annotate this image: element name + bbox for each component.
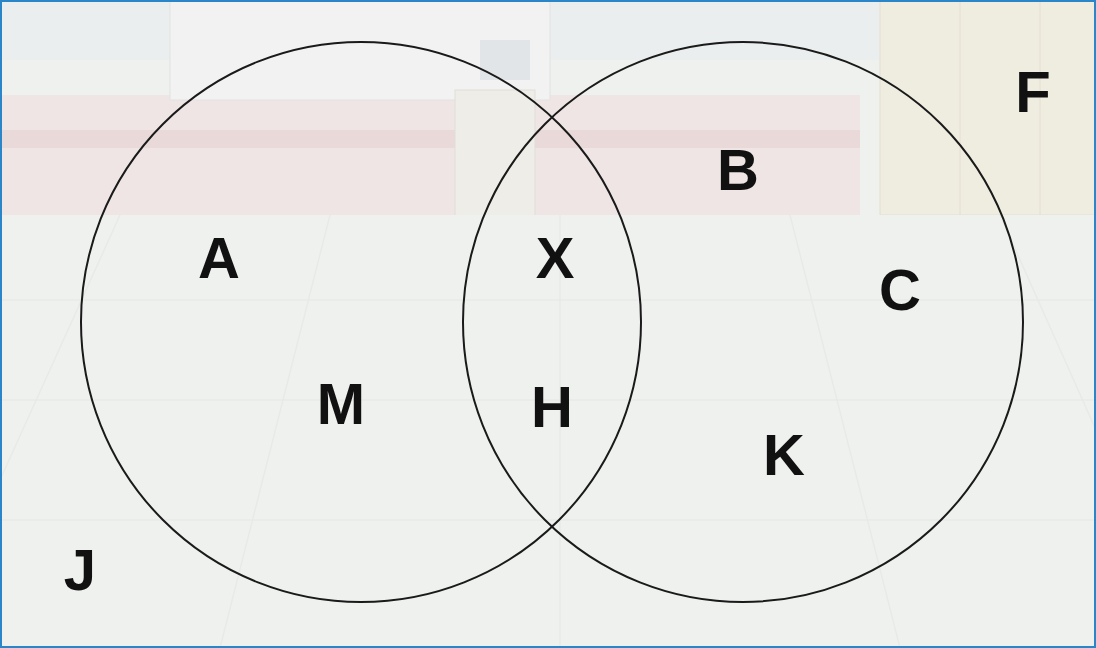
circle-outline: [80, 41, 642, 603]
set-element: C: [879, 261, 921, 319]
cupboard-door: [960, 0, 961, 215]
cupboard: [880, 0, 1096, 215]
set-element: B: [717, 141, 759, 199]
set-element: A: [198, 229, 240, 287]
set-element: H: [531, 378, 573, 436]
circle-outline: [463, 42, 1023, 602]
set-element: K: [763, 426, 805, 484]
venn-circle: B C K: [462, 41, 1024, 603]
cabinet: [455, 90, 535, 220]
set-element: F: [1015, 63, 1050, 121]
set-element: M: [317, 375, 365, 433]
set-element: J: [64, 541, 96, 599]
wall-band: [0, 95, 860, 215]
computer: [480, 40, 530, 80]
whiteboard: [170, 0, 550, 100]
venn-circle: AM: [80, 41, 642, 603]
set-element: X: [536, 229, 575, 287]
floor: [0, 215, 1096, 648]
circle-outline: [81, 42, 641, 602]
circle-outline: [462, 41, 1024, 603]
floor-tiles: [0, 215, 1096, 648]
